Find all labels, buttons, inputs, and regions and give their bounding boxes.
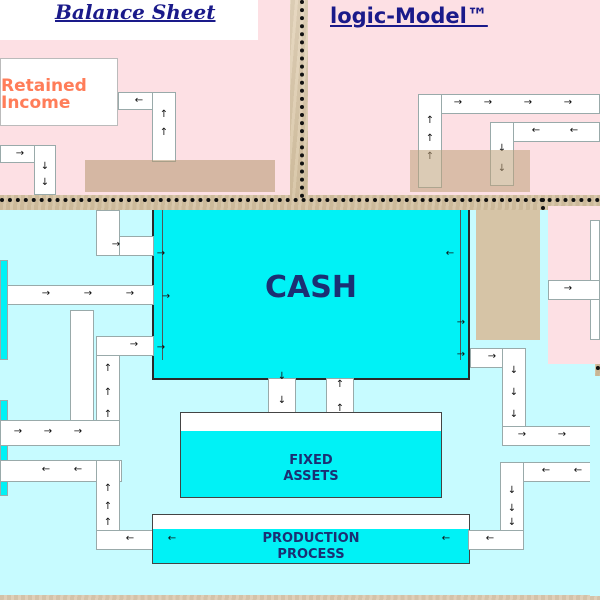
arrow-down-icon: ↓ [40, 177, 50, 188]
production-top-band [153, 515, 469, 529]
arrow-down-icon: ↓ [497, 143, 507, 154]
arrow-up-icon: ↑ [103, 387, 113, 398]
arrow-right-icon: → [83, 288, 93, 299]
production-label-1: PRODUCTION [262, 531, 360, 546]
balance-sheet-title: Balance Sheet [0, 0, 258, 40]
arrow-right-icon: → [453, 97, 463, 108]
production-box: PRODUCTION PROCESS [152, 514, 470, 564]
arrow-up-icon: ↑ [103, 409, 113, 420]
arrow-right-icon: → [41, 288, 51, 299]
torn-strip [85, 160, 275, 192]
arrow-left-icon: ← [445, 248, 455, 259]
arrow-left-icon: ← [541, 465, 551, 476]
arrow-right-icon: → [563, 97, 573, 108]
arrow-right-icon: → [456, 317, 466, 328]
fixed-assets-label-1: FIXED [289, 453, 333, 468]
flow-path-right-edge [590, 376, 600, 596]
arrow-right-icon: → [523, 97, 533, 108]
arrow-up-icon: ↑ [335, 379, 345, 390]
fixed-assets-box: FIXED ASSETS [180, 412, 442, 498]
arrow-up-icon: ↑ [425, 133, 435, 144]
flow-path-right-loop-bottom [468, 530, 524, 550]
flow-path-mid-top [96, 336, 154, 356]
divider-top-vertical [300, 0, 304, 198]
arrow-right-icon: → [15, 148, 25, 159]
cash-right-ticks [460, 210, 471, 360]
arrow-down-icon: ↓ [509, 387, 519, 398]
arrow-down-icon: ↓ [507, 517, 517, 528]
arrow-right-icon: → [13, 426, 23, 437]
arrow-right-icon: → [43, 426, 53, 437]
balance-sheet-title-text: Balance Sheet [55, 0, 216, 24]
flow-path-balance-vertical [152, 92, 176, 162]
arrow-left-icon: ← [441, 533, 451, 544]
arrow-left-icon: ← [569, 125, 579, 136]
retained-income-label-2: Income [1, 93, 71, 113]
divider-top-horizontal [0, 198, 600, 202]
arrow-down-icon: ↓ [40, 161, 50, 172]
fixed-assets-label-2: ASSETS [283, 469, 339, 484]
cash-left-ticks [152, 210, 163, 360]
arrow-right-icon: → [73, 426, 83, 437]
arrow-up-icon: ↑ [103, 517, 113, 528]
arrow-right-icon: → [563, 283, 573, 294]
arrow-left-icon: ← [134, 95, 144, 106]
arrow-right-icon: → [487, 351, 497, 362]
arrow-left-icon: ← [73, 464, 83, 475]
arrow-left-icon: ← [485, 533, 495, 544]
arrow-up-icon: ↑ [103, 363, 113, 374]
cash-box: CASH [152, 210, 470, 380]
flow-path-right-arrow [548, 280, 600, 300]
arrow-right-icon: → [456, 349, 466, 360]
arrow-up-icon: ↑ [103, 483, 113, 494]
flow-path-left-box-a [0, 260, 8, 360]
retained-income-inner: Retained Income [1, 67, 111, 121]
arrow-down-icon: ↓ [277, 395, 287, 406]
arrow-down-icon: ↓ [509, 409, 519, 420]
arrow-right-icon: → [483, 97, 493, 108]
arrow-left-icon: ← [41, 464, 51, 475]
flow-path-left-box-b [0, 400, 8, 496]
arrow-down-icon: ↓ [507, 503, 517, 514]
arrow-right-icon: → [111, 239, 121, 250]
arrow-up-icon: ↑ [335, 403, 345, 414]
retained-income-box: Retained Income [0, 58, 118, 126]
arrow-left-icon: ← [573, 465, 583, 476]
flow-panel-notch [476, 210, 540, 340]
flow-path-cash-top-vertical [96, 210, 120, 256]
arrow-down-icon: ↓ [507, 485, 517, 496]
arrow-right-icon: → [161, 291, 171, 302]
flow-path-mid-bottom [0, 420, 120, 446]
logic-model-title-text: logic-Model™ [330, 4, 488, 28]
arrow-up-icon: ↑ [159, 127, 169, 138]
retained-income-label-1: Retained [1, 76, 87, 96]
arrow-up-icon: ↑ [159, 109, 169, 120]
arrow-right-icon: → [156, 248, 166, 259]
cash-label: CASH [265, 270, 357, 305]
arrow-right-icon: → [129, 339, 139, 350]
arrow-down-icon: ↓ [277, 371, 287, 382]
arrow-left-icon: ← [167, 533, 177, 544]
arrow-right-icon: → [557, 429, 567, 440]
arrow-right-icon: → [517, 429, 527, 440]
torn-strip-right [410, 150, 530, 192]
arrow-right-icon: → [125, 288, 135, 299]
fixed-assets-top-band [181, 413, 441, 431]
arrow-down-icon: ↓ [509, 365, 519, 376]
logic-model-title: logic-Model™ [318, 0, 600, 34]
arrow-up-icon: ↑ [103, 501, 113, 512]
flow-path-prod-left [0, 460, 122, 482]
arrow-up-icon: ↑ [425, 115, 435, 126]
arrow-right-icon: → [156, 342, 166, 353]
flow-path-balance-lower-vertical [34, 145, 56, 195]
production-label-2: PROCESS [277, 547, 345, 562]
arrow-left-icon: ← [531, 125, 541, 136]
arrow-left-icon: ← [125, 533, 135, 544]
